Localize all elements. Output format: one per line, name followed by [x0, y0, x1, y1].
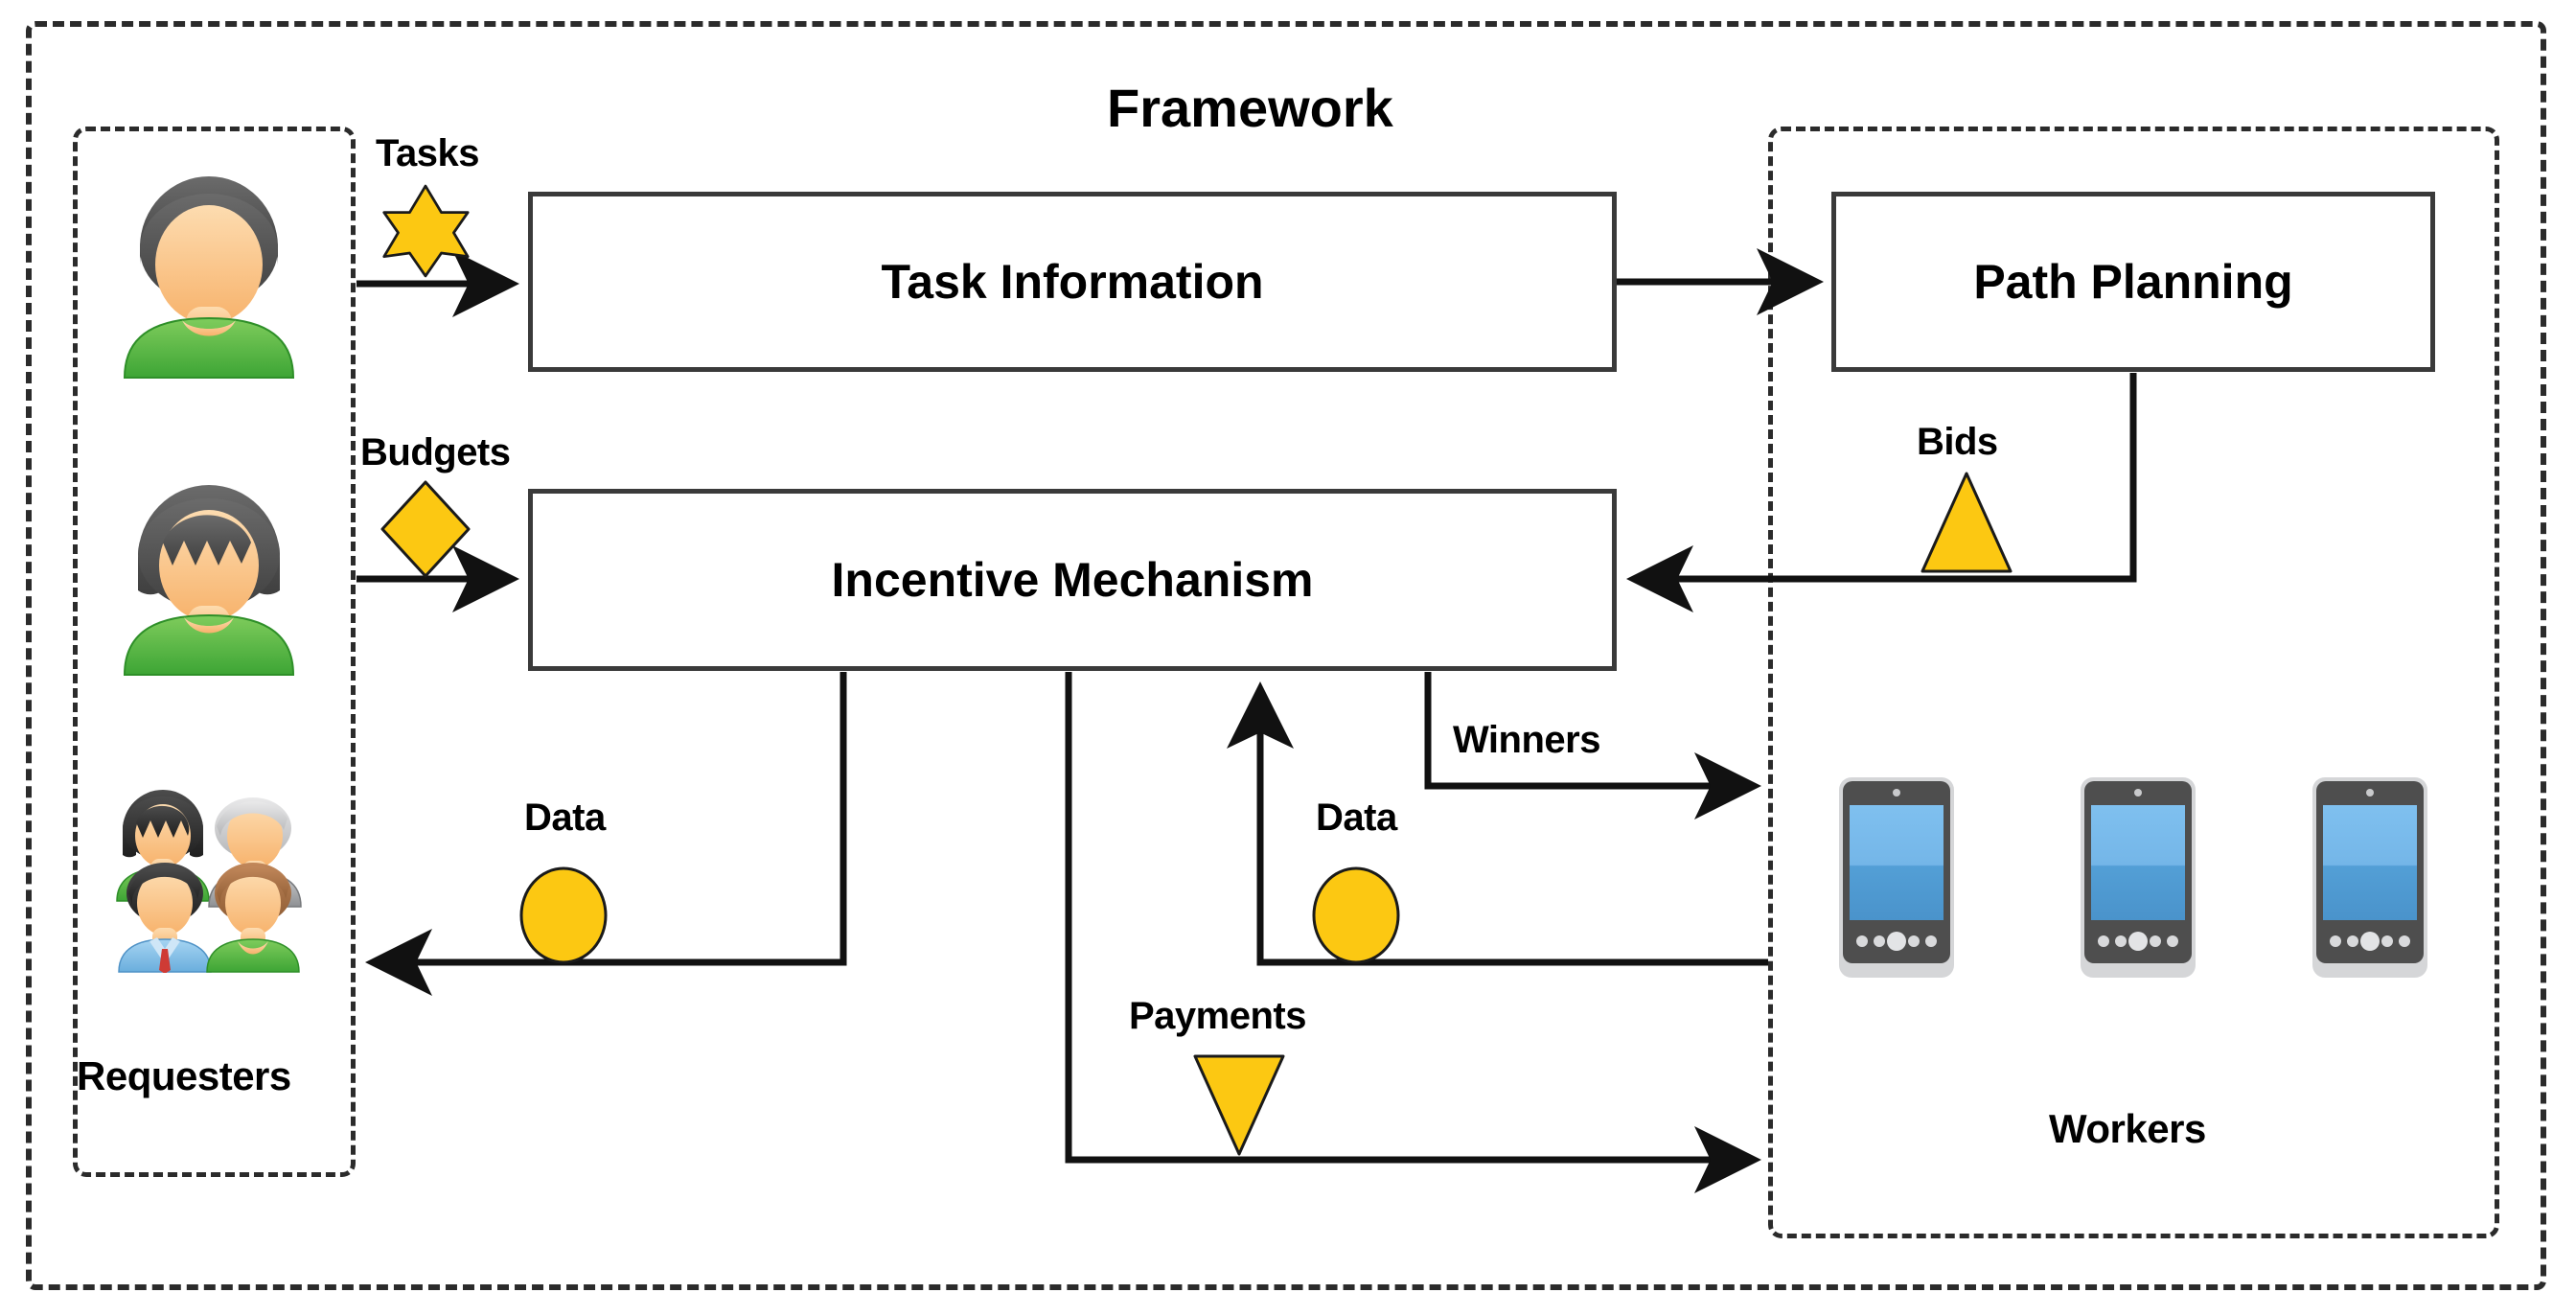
data-workers-circle-icon	[1311, 866, 1401, 965]
flow-label-tasks: Tasks	[376, 132, 479, 174]
bids-triangle-icon	[1919, 470, 2014, 575]
requester-people-group-icon	[105, 786, 311, 973]
box-incentive-mechanism[interactable]: Incentive Mechanism	[528, 489, 1617, 671]
flow-label-data-requesters: Data	[524, 797, 606, 839]
requester-person-icon-1	[111, 173, 308, 379]
workers-group-frame	[1768, 127, 2499, 1238]
flow-label-bids: Bids	[1917, 421, 1998, 463]
workers-group-label: Workers	[2049, 1106, 2206, 1151]
line-bids	[1626, 373, 2137, 612]
worker-phone-icon-1	[1836, 774, 1957, 981]
box-path-planning[interactable]: Path Planning	[1831, 192, 2435, 372]
flow-label-budgets: Budgets	[360, 431, 511, 473]
page-title: Framework	[1107, 78, 1393, 138]
flow-label-winners: Winners	[1453, 719, 1600, 761]
box-task-information-label: Task Information	[881, 255, 1264, 309]
line-payments	[1065, 672, 1761, 1193]
requesters-group-label: Requesters	[77, 1053, 291, 1098]
requesters-group-frame	[73, 127, 356, 1177]
payments-triangle-icon	[1191, 1052, 1287, 1158]
budgets-diamond-icon	[380, 479, 472, 579]
flow-label-payments: Payments	[1129, 995, 1306, 1037]
data-requesters-circle-icon	[518, 866, 609, 965]
box-task-information[interactable]: Task Information	[528, 192, 1617, 372]
line-data-workers	[1227, 681, 1768, 966]
tasks-star-icon	[381, 184, 470, 278]
box-path-planning-label: Path Planning	[1973, 255, 2293, 309]
requester-person-icon-2	[111, 470, 308, 676]
line-winners	[1424, 672, 1761, 820]
box-incentive-mechanism-label: Incentive Mechanism	[831, 553, 1314, 607]
worker-phone-icon-3	[2310, 774, 2430, 981]
worker-phone-icon-2	[2078, 774, 2198, 981]
flow-label-data-workers: Data	[1316, 797, 1397, 839]
line-data-requesters	[365, 672, 847, 996]
framework-outer-frame	[26, 21, 2546, 1290]
